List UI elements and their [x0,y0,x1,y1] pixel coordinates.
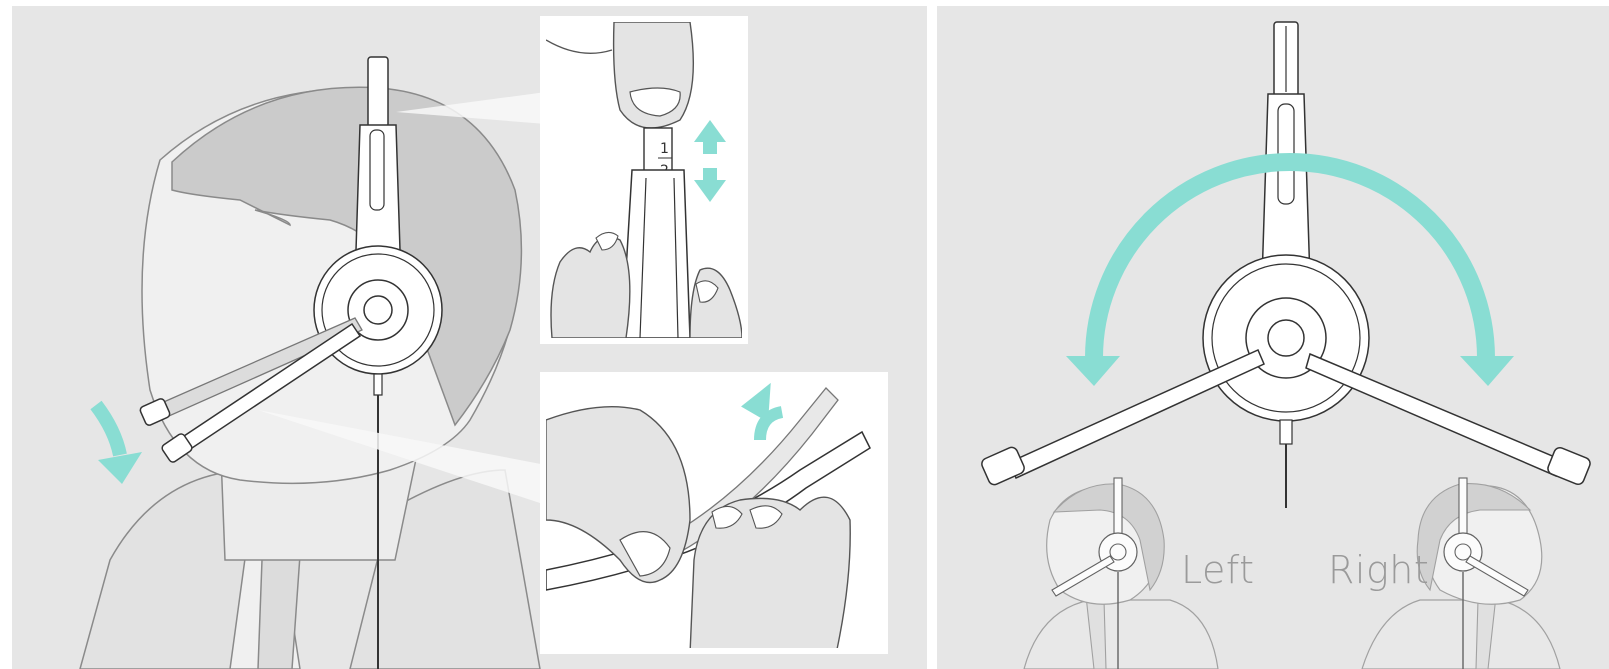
cable-strain-relief-large [1280,420,1292,444]
left-ear-label: Left [1181,548,1255,592]
earpiece-center-large [1268,320,1304,356]
cable-strain-relief [374,374,382,395]
headband-slot [370,130,384,210]
earpiece-center [364,296,392,324]
headband-tube [622,170,690,338]
headband-slider [368,57,388,127]
step-mark-1: 1 [660,141,669,157]
panel-divider [927,6,937,669]
tie [258,555,300,669]
right-ear-label: Right [1328,548,1429,592]
